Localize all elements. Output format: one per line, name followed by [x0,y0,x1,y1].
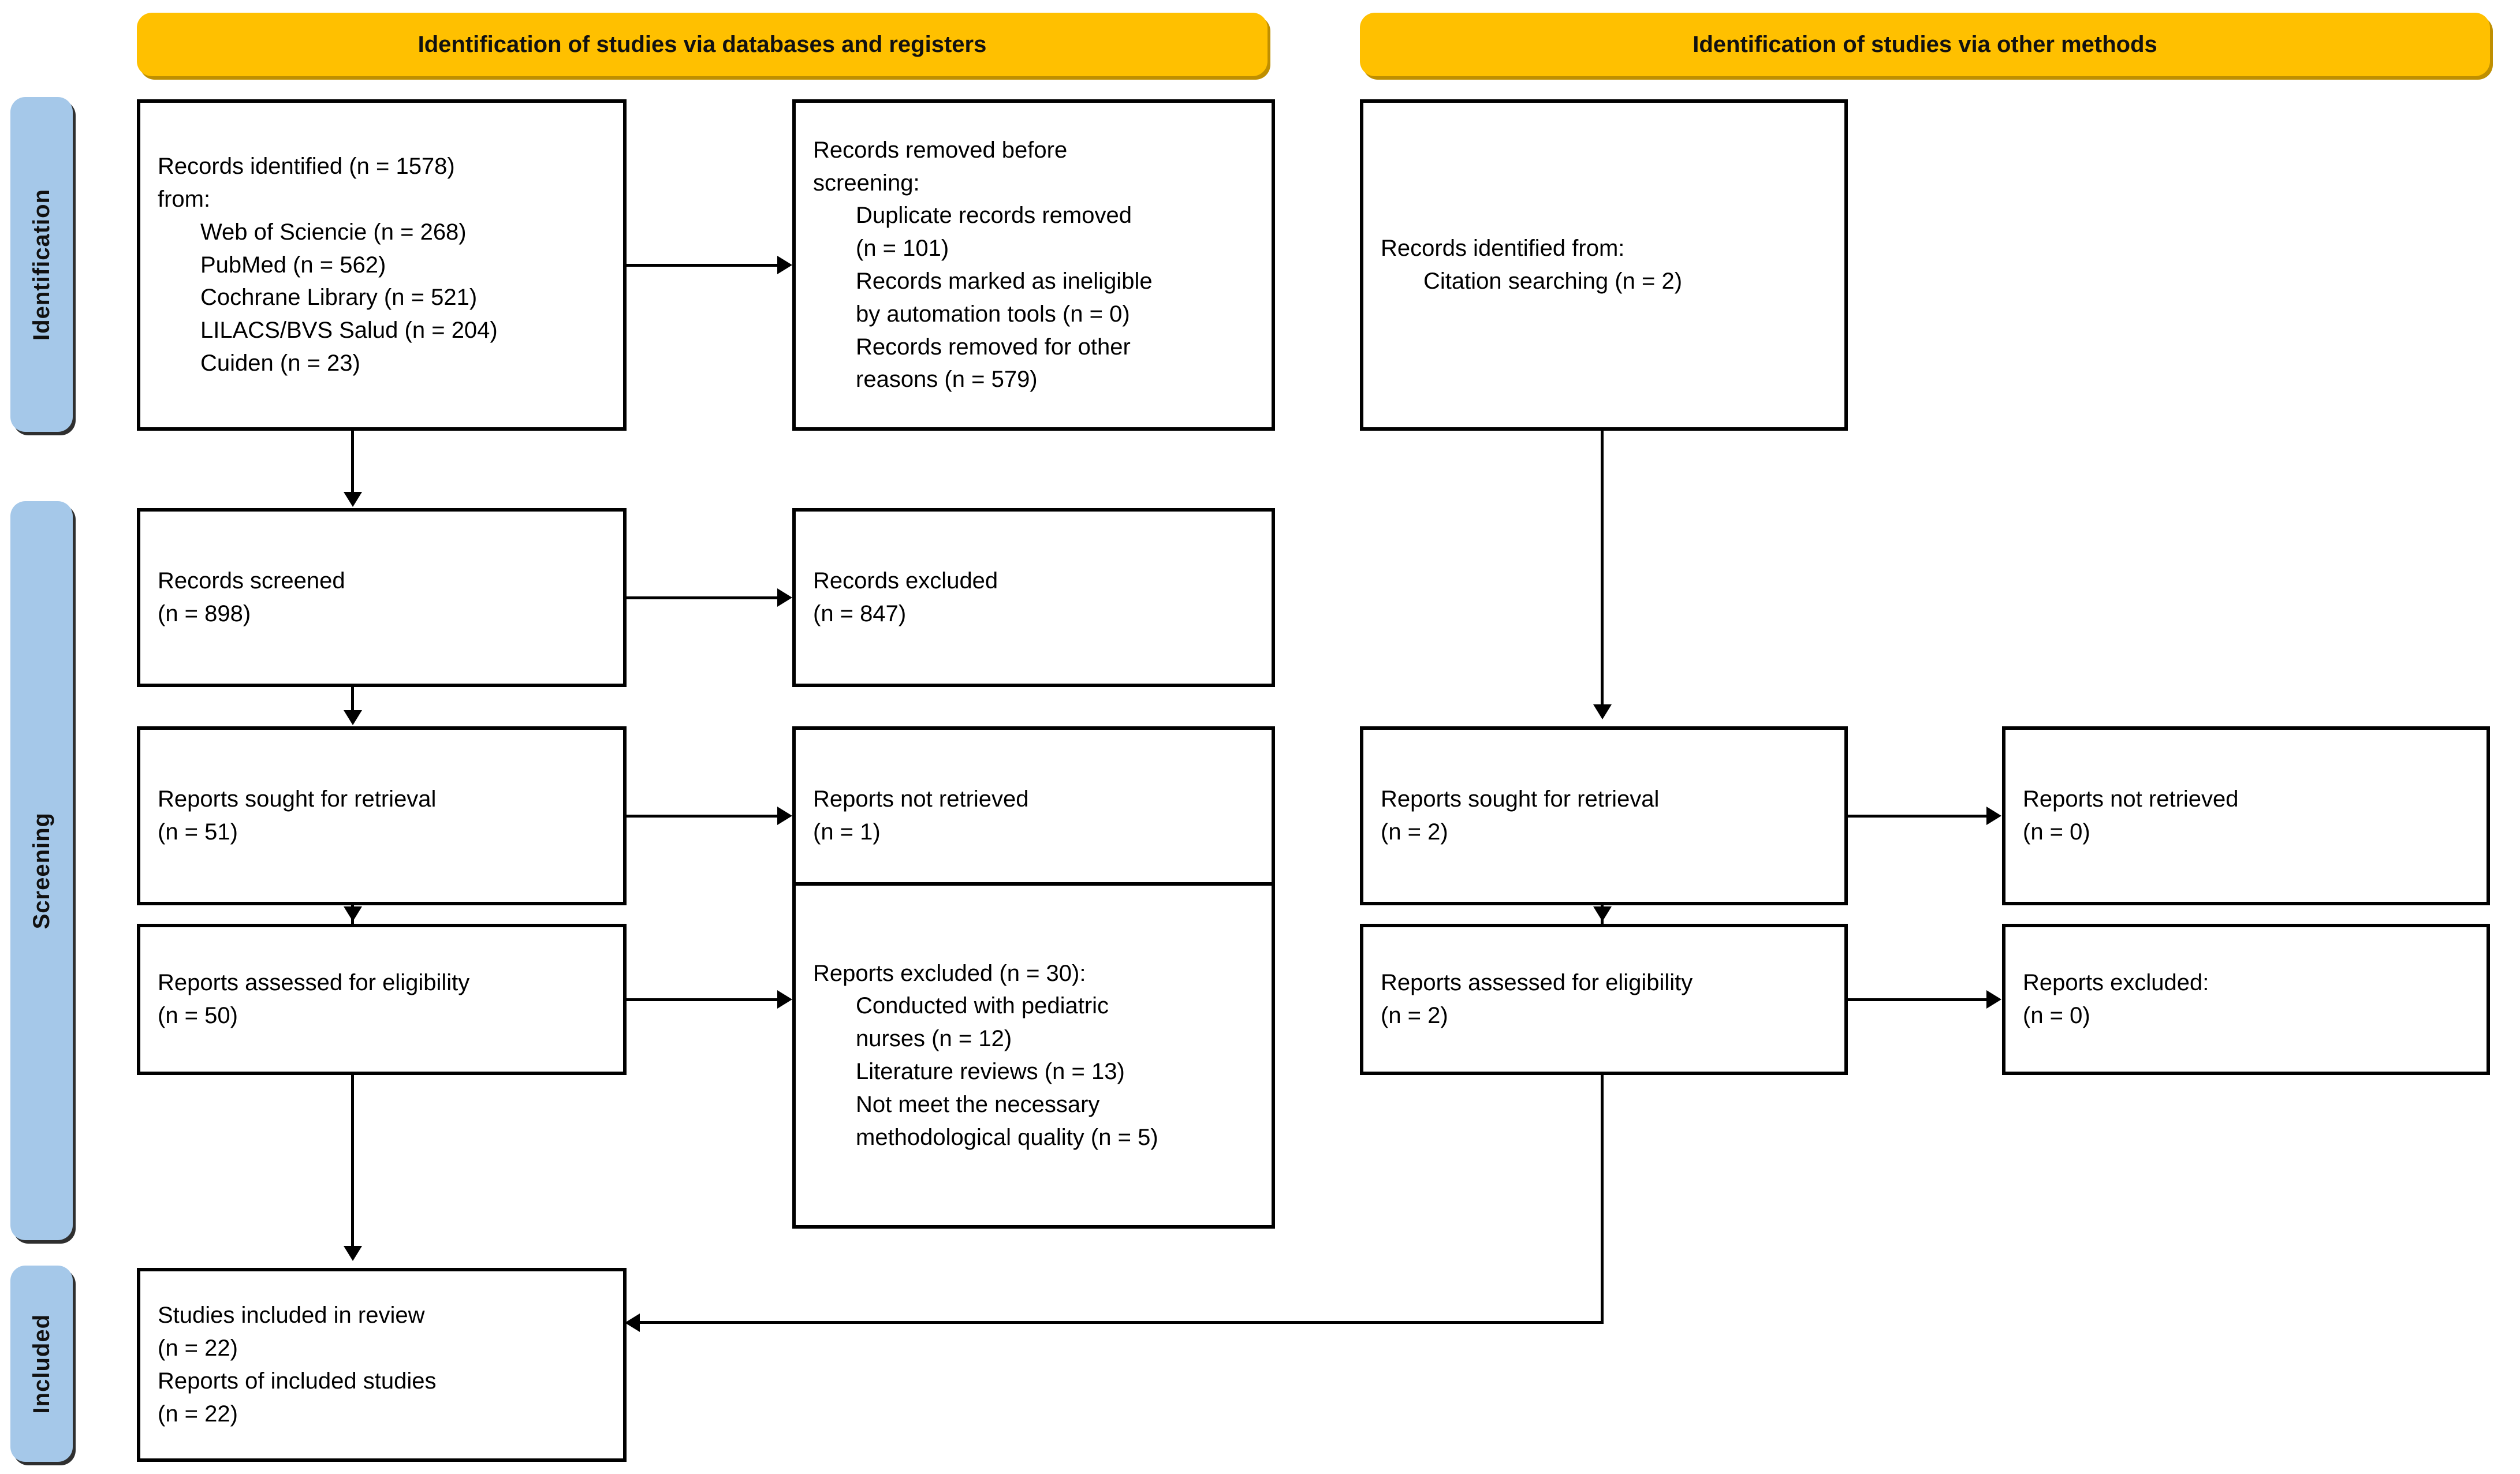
connector-identified-to-screened [351,431,354,494]
records-identified-line-1: from: [158,186,211,212]
reports-excluded-left-line-3: Literature reviews (n = 13) [856,1059,1125,1084]
reports-assessed-left-line-1: (n = 50) [158,1003,238,1028]
records-removed-heading-colon: : [913,170,920,196]
connector-sought-to-not-retrieved-right [1848,815,1986,818]
records-removed-heading-em2: screening [813,170,914,196]
connector-sought-to-not-retrieved-left [627,815,777,818]
arrowhead-sought-to-not-retrieved-left [777,807,792,825]
box-reports-excluded-right: Reports excluded: (n = 0) [2002,924,2490,1075]
box-reports-not-retrieved-left: Reports not retrieved (n = 1) [792,726,1275,905]
box-records-identified: Records identified (n = 1578) from: Web … [137,99,627,431]
records-identified-line-0: Records identified (n = 1578) [158,154,455,180]
records-identified-other-line-0: Records identified from: [1381,236,1625,262]
studies-included-line-0: Studies included in review [158,1303,425,1329]
box-reports-excluded-left: Reports excluded (n = 30): Conducted wit… [792,882,1275,1229]
box-studies-included-in-review: Studies included in review (n = 22) Repo… [137,1268,627,1462]
header-databases-registers: Identification of studies via databases … [137,13,1268,76]
records-identified-line-4: Cochrane Library (n = 521) [200,285,478,311]
connector-assessed-to-excluded-right [1848,998,1986,1001]
reports-not-retrieved-right-line-1: (n = 0) [2023,819,2090,845]
studies-included-line-2: Reports of included studies [158,1368,437,1394]
box-reports-assessed-eligibility-right: Reports assessed for eligibility (n = 2) [1360,924,1848,1075]
header-other-methods-label: Identification of studies via other meth… [1693,32,2157,57]
arrowhead-assessed-to-excluded-left [777,990,792,1009]
records-removed-heading: Records removed before [813,134,1254,167]
stage-pill-included: Included [10,1266,73,1462]
records-screened-line-1: (n = 898) [158,601,251,626]
arrowhead-citation-to-sought-right [1593,704,1612,719]
box-records-screened: Records screened (n = 898) [137,508,627,687]
box-records-removed-before-screening: Records removed before screening: Duplic… [792,99,1275,431]
records-removed-item-1: (n = 101) [856,236,949,262]
reports-assessed-right-line-1: (n = 2) [1381,1003,1448,1028]
stage-pill-identification: Identification [10,97,73,432]
box-reports-sought-retrieval-right: Reports sought for retrieval (n = 2) [1360,726,1848,905]
records-identified-other-line-1: Citation searching (n = 2) [1423,268,1683,294]
reports-not-retrieved-left-line-0: Reports not retrieved [813,786,1029,812]
records-excluded-line-1: (n = 847) [813,601,907,626]
records-excluded-line-0: Records excluded [813,568,998,594]
box-reports-sought-retrieval-left: Reports sought for retrieval (n = 51) [137,726,627,905]
arrowhead-identified-to-screened [344,492,362,507]
reports-sought-right-line-1: (n = 2) [1381,819,1448,845]
connector-citation-to-sought-right [1601,431,1604,707]
box-reports-not-retrieved-right: Reports not retrieved (n = 0) [2002,726,2490,905]
records-identified-line-5: LILACS/BVS Salud (n = 204) [200,318,498,344]
reports-excluded-left-line-5: methodological quality (n = 5) [856,1124,1158,1150]
stage-pill-screening: Screening [10,501,73,1240]
records-removed-heading-em: before [1001,137,1068,163]
records-removed-item-2: Records marked as ineligible [856,268,1153,294]
reports-sought-right-line-0: Reports sought for retrieval [1381,786,1660,812]
studies-included-line-3: (n = 22) [158,1401,238,1427]
records-identified-line-6: Cuiden (n = 23) [200,350,360,376]
reports-not-retrieved-right-line-0: Reports not retrieved [2023,786,2239,812]
box-reports-assessed-eligibility-left: Reports assessed for eligibility (n = 50… [137,924,627,1075]
header-databases-registers-label: Identification of studies via databases … [417,32,987,57]
reports-excluded-right-line-0: Reports excluded: [2023,970,2209,996]
header-other-methods: Identification of studies via other meth… [1360,13,2490,76]
reports-excluded-left-line-0: Reports excluded (n = 30): [813,960,1086,986]
reports-assessed-right-line-0: Reports assessed for eligibility [1381,970,1693,996]
connector-identified-to-removed [627,264,777,267]
records-identified-line-2: Web of Sciencie (n = 268) [200,219,467,245]
stage-pill-included-label: Included [28,1313,54,1414]
arrowhead-screened-to-excluded [777,588,792,607]
arrowhead-assessed-to-excluded-right [1986,990,2001,1009]
connector-screened-to-sought [351,687,354,712]
connector-assessed-right-left-to-included [640,1321,1604,1324]
arrowhead-sought-to-assessed-right [1593,906,1612,921]
records-identified-line-3: PubMed (n = 562) [200,252,386,278]
arrowhead-sought-to-not-retrieved-right [1986,807,2001,825]
arrowhead-screened-to-sought [344,710,362,725]
stage-pill-identification-label: Identification [28,188,54,341]
box-records-identified-other-methods: Records identified from: Citation search… [1360,99,1848,431]
arrowhead-sought-to-assessed-left [344,906,362,921]
records-screened-line-0: Records screened [158,568,345,594]
stage-pill-screening-label: Screening [28,812,54,930]
records-removed-item-3: by automation tools (n = 0) [856,301,1130,327]
records-removed-item-4: Records removed for other [856,334,1131,360]
records-removed-heading-2: screening: [813,167,1254,200]
connector-screened-to-excluded [627,596,777,599]
arrowhead-right-column-to-included [625,1313,640,1332]
reports-excluded-left-line-2: nurses (n = 12) [856,1026,1012,1052]
connector-assessed-to-excluded-left [627,998,777,1001]
connector-assessed-to-included [351,1075,354,1248]
reports-excluded-left-line-4: Not meet the necessary [856,1091,1100,1117]
records-removed-item-0: Duplicate records removed [856,203,1132,229]
box-records-excluded: Records excluded (n = 847) [792,508,1275,687]
reports-sought-left-line-1: (n = 51) [158,819,238,845]
reports-assessed-left-line-0: Reports assessed for eligibility [158,970,470,996]
reports-excluded-right-line-1: (n = 0) [2023,1003,2090,1028]
reports-not-retrieved-left-line-1: (n = 1) [813,819,881,845]
arrowhead-assessed-to-included [344,1246,362,1261]
studies-included-line-1: (n = 22) [158,1335,238,1361]
connector-assessed-right-down-to-included [1601,1075,1604,1323]
records-removed-heading-text: Records removed [813,137,1002,163]
arrowhead-identified-to-removed [777,256,792,274]
reports-excluded-left-line-1: Conducted with pediatric [856,993,1109,1019]
records-removed-item-5: reasons (n = 579) [856,367,1038,393]
reports-sought-left-line-0: Reports sought for retrieval [158,786,437,812]
